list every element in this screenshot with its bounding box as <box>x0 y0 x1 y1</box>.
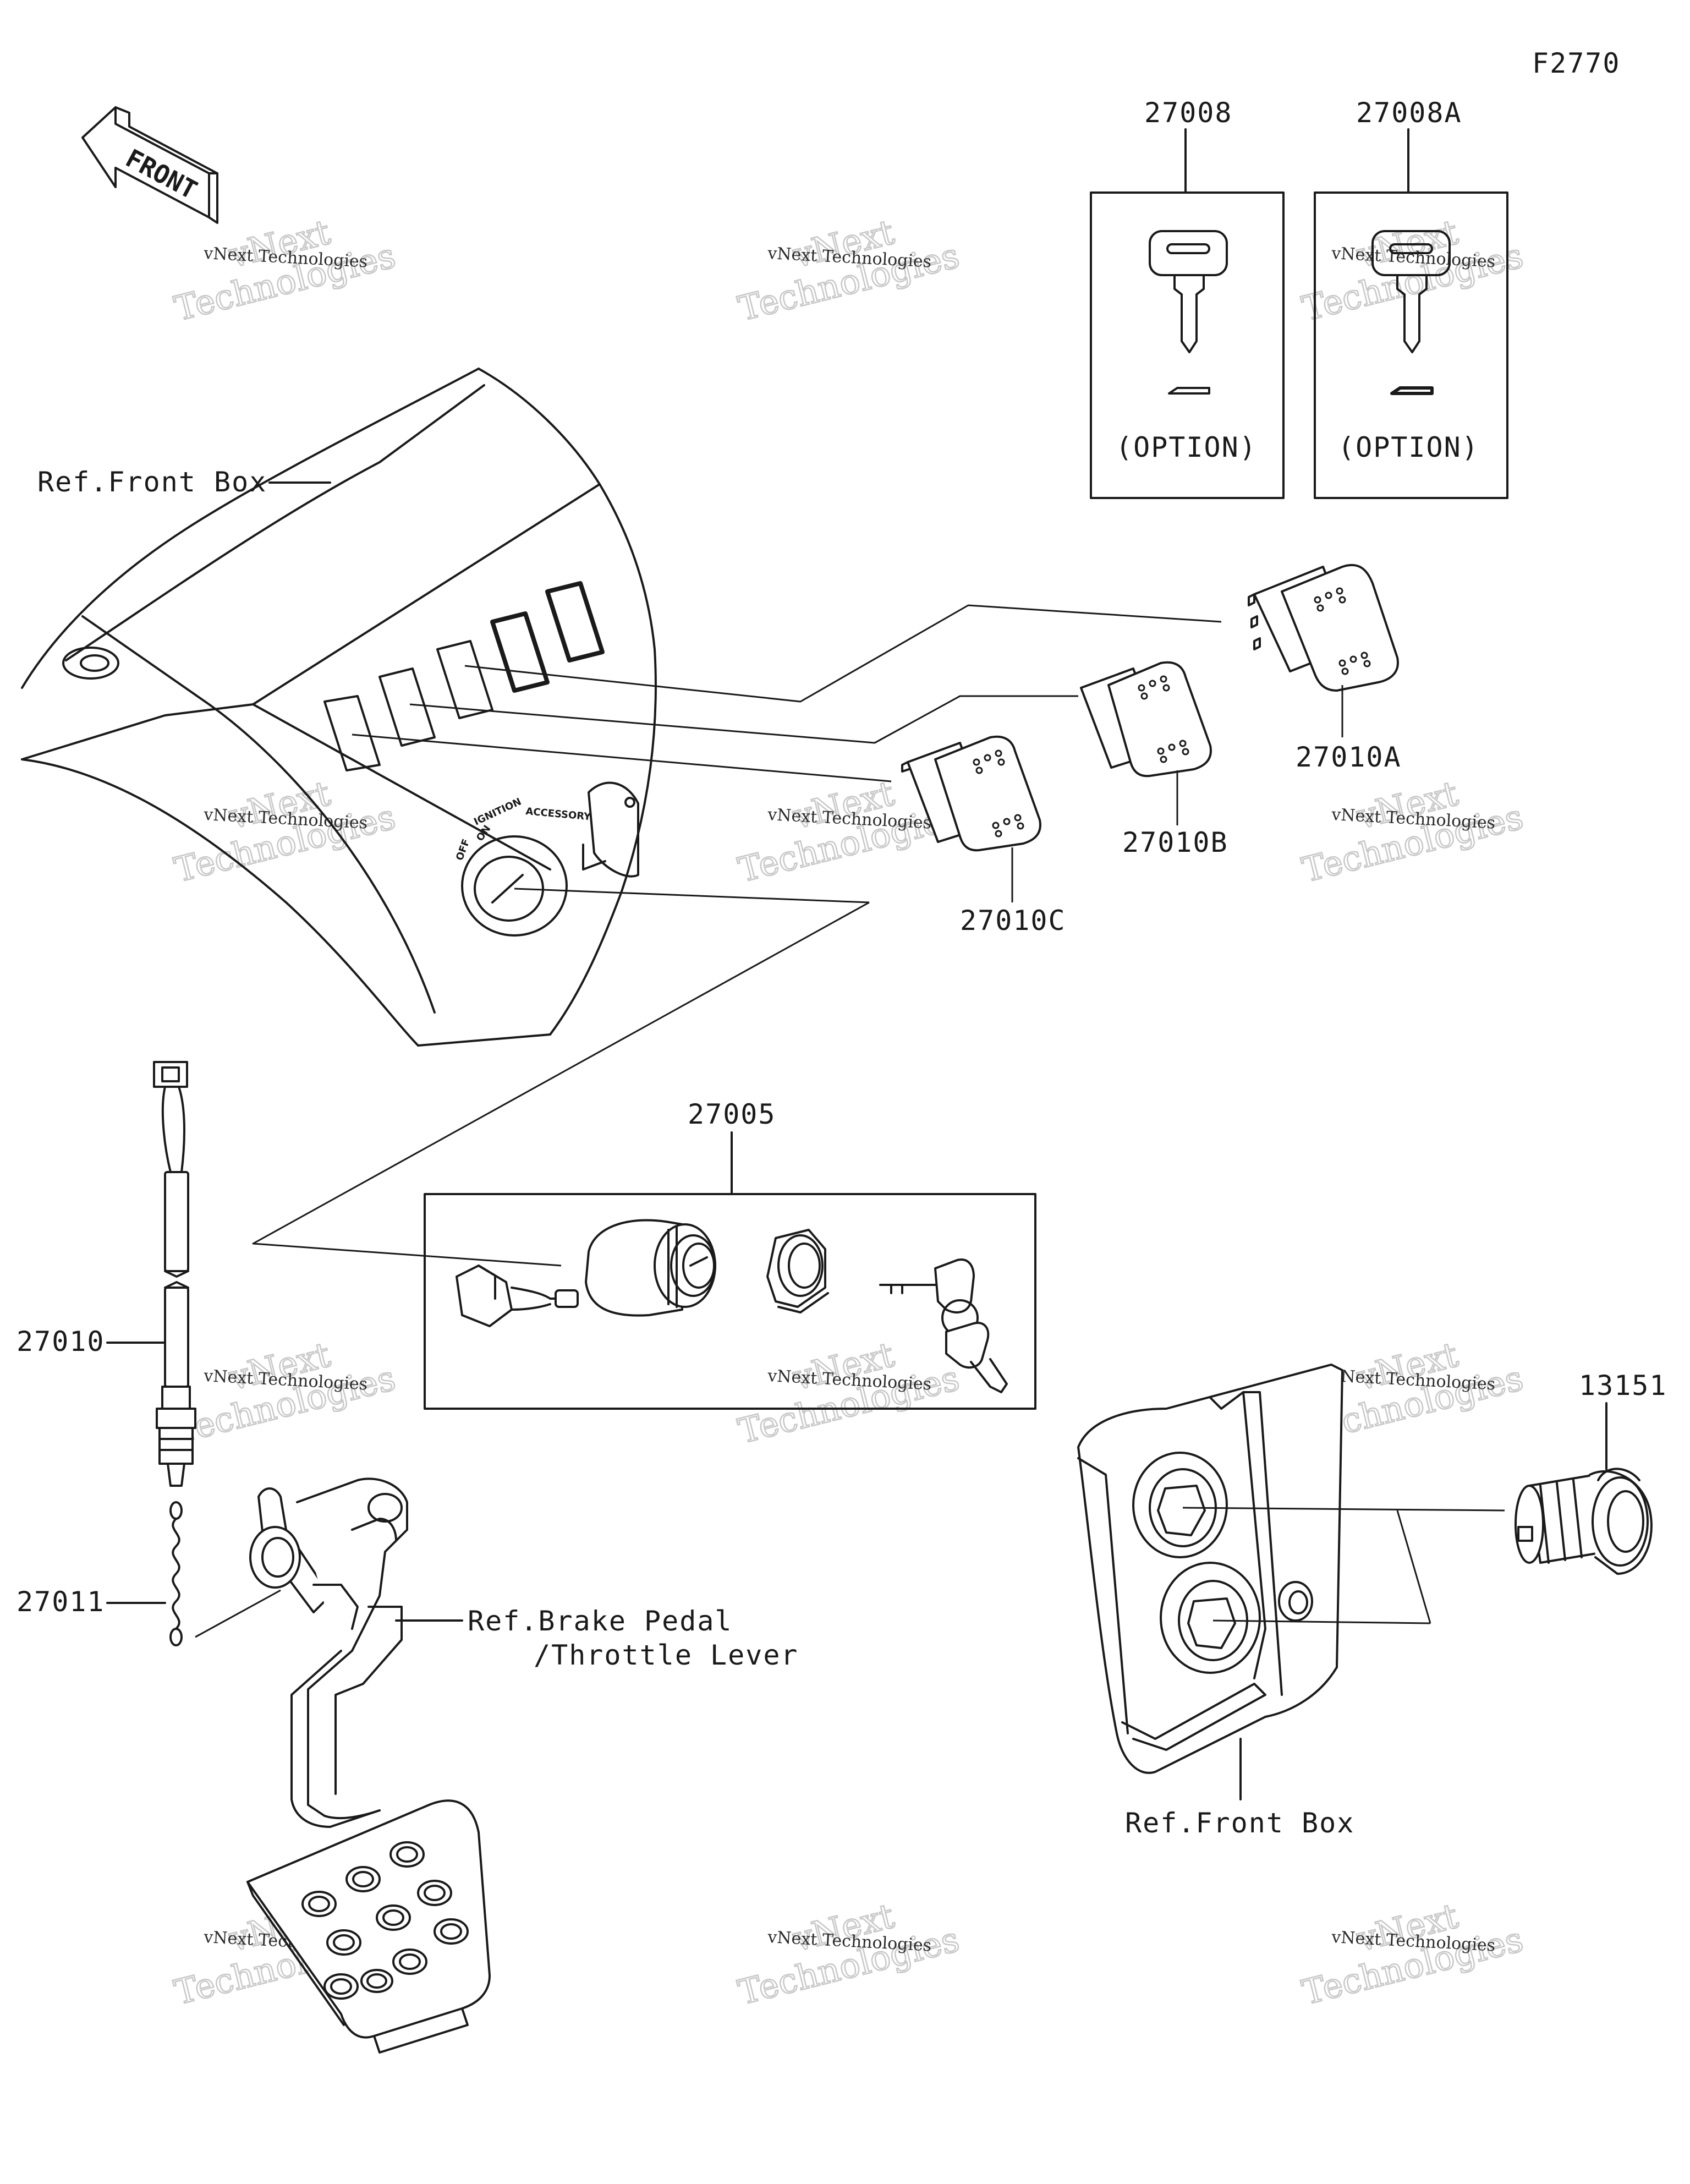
brake-switch-27010 <box>153 1061 196 1487</box>
part-number-27010C: 27010C <box>960 905 1066 937</box>
key-icon <box>1371 230 1451 395</box>
rocker-switch-27010A <box>1248 563 1399 692</box>
option-label: (OPTION) <box>1116 431 1257 463</box>
front-box-panel: OFF ON IGNITION ACCESSORY <box>21 368 657 1047</box>
front-arrow-icon: FRONT <box>81 106 218 224</box>
part-number-27010: 27010 <box>17 1326 105 1358</box>
switch-slot <box>436 640 493 719</box>
part-number-13151: 13151 <box>1579 1370 1667 1402</box>
part-number-27005: 27005 <box>688 1098 776 1130</box>
nut-icon <box>766 1229 829 1313</box>
part-number-27010B: 27010B <box>1122 826 1228 858</box>
switch-slot <box>490 611 550 693</box>
option-label: (OPTION) <box>1338 431 1479 463</box>
option-box-27008 <box>1090 191 1285 499</box>
socket-hole <box>1160 1562 1261 1674</box>
front-box-sockets <box>1077 1364 1343 1774</box>
key-27008: 27008 (OPTION) <box>1090 97 1285 499</box>
switch-dots <box>973 749 1024 838</box>
ref-front-box-bottom: Ref.Front Box <box>1125 1807 1354 1839</box>
part-number-27011: 27011 <box>17 1586 105 1618</box>
part-number-27008A: 27008A <box>1356 97 1462 129</box>
switch-slot <box>545 581 605 663</box>
svg-text:ACCESSORY: ACCESSORY <box>525 806 592 823</box>
ignition-kit-box <box>424 1193 1036 1410</box>
rocker-switch-27010C <box>901 735 1041 852</box>
part-number-27008: 27008 <box>1144 97 1233 129</box>
ref-brake-pedal-line1: Ref.Brake Pedal <box>468 1605 733 1637</box>
switch-dots <box>1314 587 1371 675</box>
switch-dots <box>1138 675 1189 763</box>
ignition-bezel <box>461 835 568 937</box>
key-icon <box>1149 230 1228 395</box>
socket-hole <box>1132 1452 1228 1558</box>
power-socket-13151 <box>1515 1468 1653 1575</box>
spring-27011 <box>169 1501 183 1646</box>
option-box-27008A <box>1314 191 1508 499</box>
switch-slot <box>378 667 436 747</box>
key-pair-icon <box>879 1258 1008 1393</box>
ref-brake-pedal-line2: /Throttle Lever <box>534 1639 799 1671</box>
ignition-markings: OFF ON IGNITION ACCESSORY <box>454 796 592 862</box>
key-27008A: 27008A (OPTION) <box>1314 97 1508 499</box>
ignition-switch <box>456 1219 716 1327</box>
brake-pedal <box>246 1477 491 2054</box>
connector-icon <box>153 1061 188 1088</box>
switch-slot <box>323 695 381 771</box>
pedal-holes <box>301 1841 469 2000</box>
figure-code: F2770 <box>1532 47 1621 79</box>
rocker-switch-27010B <box>1080 661 1212 778</box>
svg-text:IGNITION: IGNITION <box>472 796 523 828</box>
ref-front-box-top: Ref.Front Box <box>37 466 267 498</box>
part-number-27010A: 27010A <box>1296 741 1402 773</box>
svg-text:OFF: OFF <box>454 838 472 862</box>
